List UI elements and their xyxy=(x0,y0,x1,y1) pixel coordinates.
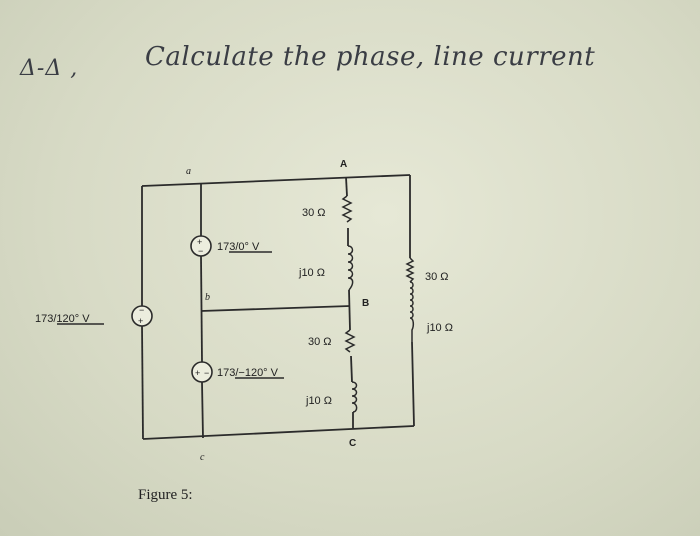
figure-caption: Figure 5: xyxy=(138,487,193,503)
source-left-label: 173/120° V xyxy=(35,313,90,325)
task-heading: Calculate the phase, line current xyxy=(145,42,596,72)
node-a-label: a xyxy=(186,166,191,177)
node-B-label: B xyxy=(362,298,369,309)
load-column-top xyxy=(345,176,348,197)
delta-delta-heading: Δ-Δ , xyxy=(20,56,79,81)
node-c-label: c xyxy=(200,452,205,463)
source-column-bottom xyxy=(201,381,204,439)
resistor-CA xyxy=(405,257,415,283)
load-column-c xyxy=(350,355,353,383)
impedance-CA-resistor-label: 30 Ω xyxy=(425,271,449,283)
svg-text:−: − xyxy=(198,246,203,256)
impedance-AB-resistor-label: 30 Ω xyxy=(302,207,326,219)
svg-text:+: + xyxy=(195,368,200,378)
resistor-BC xyxy=(344,329,356,353)
svg-text:+: + xyxy=(138,316,143,326)
resistor-AB xyxy=(341,195,353,223)
bottom-wire xyxy=(142,425,415,440)
right-wire-lower xyxy=(411,341,415,427)
svg-text:−: − xyxy=(204,368,209,378)
node-b-label: b xyxy=(205,292,210,303)
inductor-CA xyxy=(409,281,415,342)
node-A-label: A xyxy=(340,159,347,170)
left-wire-lower xyxy=(141,324,144,440)
source-top-label: 173/0° V xyxy=(217,241,260,253)
inductor-AB xyxy=(347,245,354,291)
impedance-AB-inductor-label: j10 Ω xyxy=(298,267,325,279)
source-middle: + − xyxy=(191,361,213,383)
impedance-BC-inductor-label: j10 Ω xyxy=(305,395,332,407)
b-to-B-wire xyxy=(200,305,351,312)
load-column-b xyxy=(348,289,351,331)
wires xyxy=(141,174,415,440)
source-top: + − xyxy=(190,235,212,257)
top-wire xyxy=(141,174,411,187)
svg-text:−: − xyxy=(139,305,144,315)
svg-text:+: + xyxy=(197,237,202,247)
inductor-BC xyxy=(351,381,358,413)
source-middle-label: 173/−120° V xyxy=(217,367,279,379)
impedance-BC-resistor-label: 30 Ω xyxy=(308,336,332,348)
impedance-CA-inductor-label: j10 Ω xyxy=(426,322,453,334)
node-C-label: C xyxy=(349,438,356,449)
source-left: − + xyxy=(131,305,153,327)
source-column-mid xyxy=(200,255,203,363)
